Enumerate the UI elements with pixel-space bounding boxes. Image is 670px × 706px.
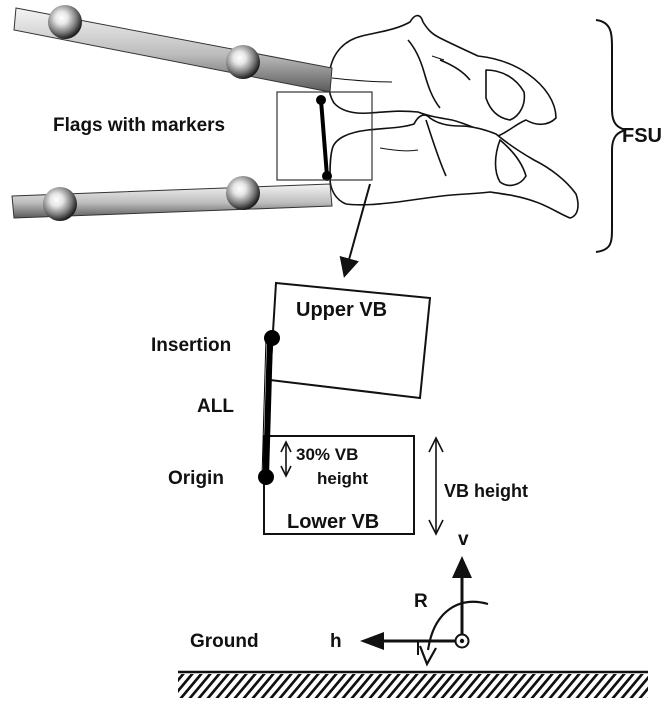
ligament-photo [319, 99, 329, 177]
origin-dot [258, 469, 274, 485]
flag-upper [13, 5, 333, 93]
marker-ball-upper-2 [226, 45, 260, 79]
h-axis-label: h [330, 631, 342, 652]
upper-vb-label: Upper VB [296, 299, 388, 321]
marker-ball-upper-1 [48, 5, 82, 39]
lower-vb-label: Lower VB [287, 511, 380, 533]
fsu-brace [595, 19, 627, 253]
pct-height-label-2: height [317, 469, 368, 488]
zoom-box [276, 91, 373, 181]
lower-vb-box [263, 435, 415, 535]
vb-height-label: VB height [444, 481, 528, 501]
flags-label: Flags with markers [53, 115, 226, 136]
coordinate-system [360, 556, 489, 667]
origin-dot-photo [322, 171, 332, 181]
flag-lower [11, 176, 333, 221]
all-label: ALL [197, 396, 234, 417]
zoom-arrow [339, 183, 371, 278]
ligament-all [263, 337, 273, 478]
ground-label: Ground [190, 631, 259, 652]
insertion-dot [264, 330, 280, 346]
fsu-label: FSU [622, 125, 662, 147]
vertebra-upper [328, 14, 557, 137]
v-axis-label: v [458, 529, 469, 550]
insertion-dot-photo [316, 95, 326, 105]
rotation-label: R [414, 591, 428, 612]
marker-ball-lower-1 [43, 187, 77, 221]
rotation-arc [426, 600, 489, 651]
ground-hatch [178, 674, 648, 698]
origin-label: Origin [168, 468, 224, 489]
marker-ball-lower-2 [226, 176, 260, 210]
pct-height-label-1: 30% VB [296, 445, 359, 464]
vertebra-lower [329, 114, 579, 219]
insertion-label: Insertion [151, 335, 232, 356]
